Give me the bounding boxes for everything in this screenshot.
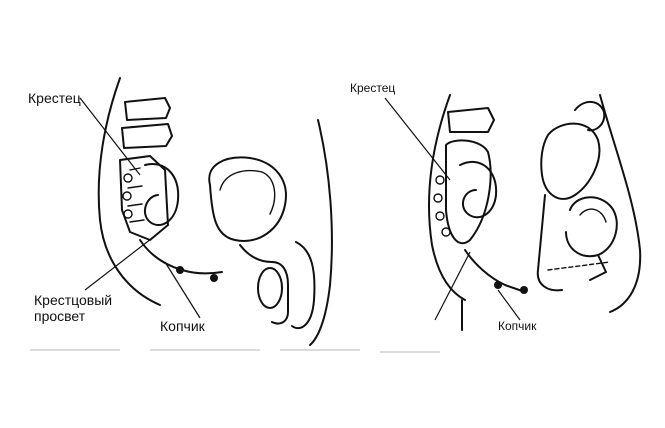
leader-female-sacrum xyxy=(384,97,451,181)
male-bladder-inner xyxy=(219,169,276,215)
label-female-sacrum: Крестец xyxy=(350,81,396,95)
label-male-sacrum: Крестец xyxy=(28,90,81,106)
male-node-1 xyxy=(176,266,184,274)
male-back-outline xyxy=(97,77,161,306)
leader-female-sacral-lumen xyxy=(434,251,471,321)
female-front-outline xyxy=(599,94,642,313)
male-rectum xyxy=(143,163,180,227)
female-urethra xyxy=(589,254,607,281)
scan-residue xyxy=(30,349,440,353)
male-pelvis-figure xyxy=(97,77,333,346)
female-uterus xyxy=(540,122,601,200)
male-testis xyxy=(257,267,283,309)
male-front-outline xyxy=(309,119,333,346)
female-vagina xyxy=(536,194,563,292)
female-back-outline xyxy=(428,94,466,301)
label-male-coccyx: Копчик xyxy=(160,318,205,334)
female-vertebrae xyxy=(433,107,495,245)
female-pelvic-floor xyxy=(547,261,611,271)
leader-male-sacrum xyxy=(79,97,141,176)
female-rectum xyxy=(459,160,498,219)
label-male-sacral-lumen: Крестцовый просвет xyxy=(34,292,113,325)
male-node-2 xyxy=(210,274,218,282)
female-ovary xyxy=(574,101,606,132)
male-penis xyxy=(291,241,316,330)
female-bladder-inner xyxy=(579,208,607,223)
leader-male-sacral-lumen xyxy=(84,231,161,291)
female-node-2 xyxy=(520,286,528,294)
male-bladder xyxy=(208,156,287,242)
female-pelvis-figure xyxy=(428,94,642,331)
female-bladder xyxy=(565,196,618,258)
leader-male-coccyx xyxy=(164,261,201,319)
leader-female-coccyx xyxy=(497,289,521,321)
male-urethra xyxy=(239,244,289,325)
female-node-1 xyxy=(494,281,502,289)
label-female-coccyx: Копчик xyxy=(498,319,537,333)
